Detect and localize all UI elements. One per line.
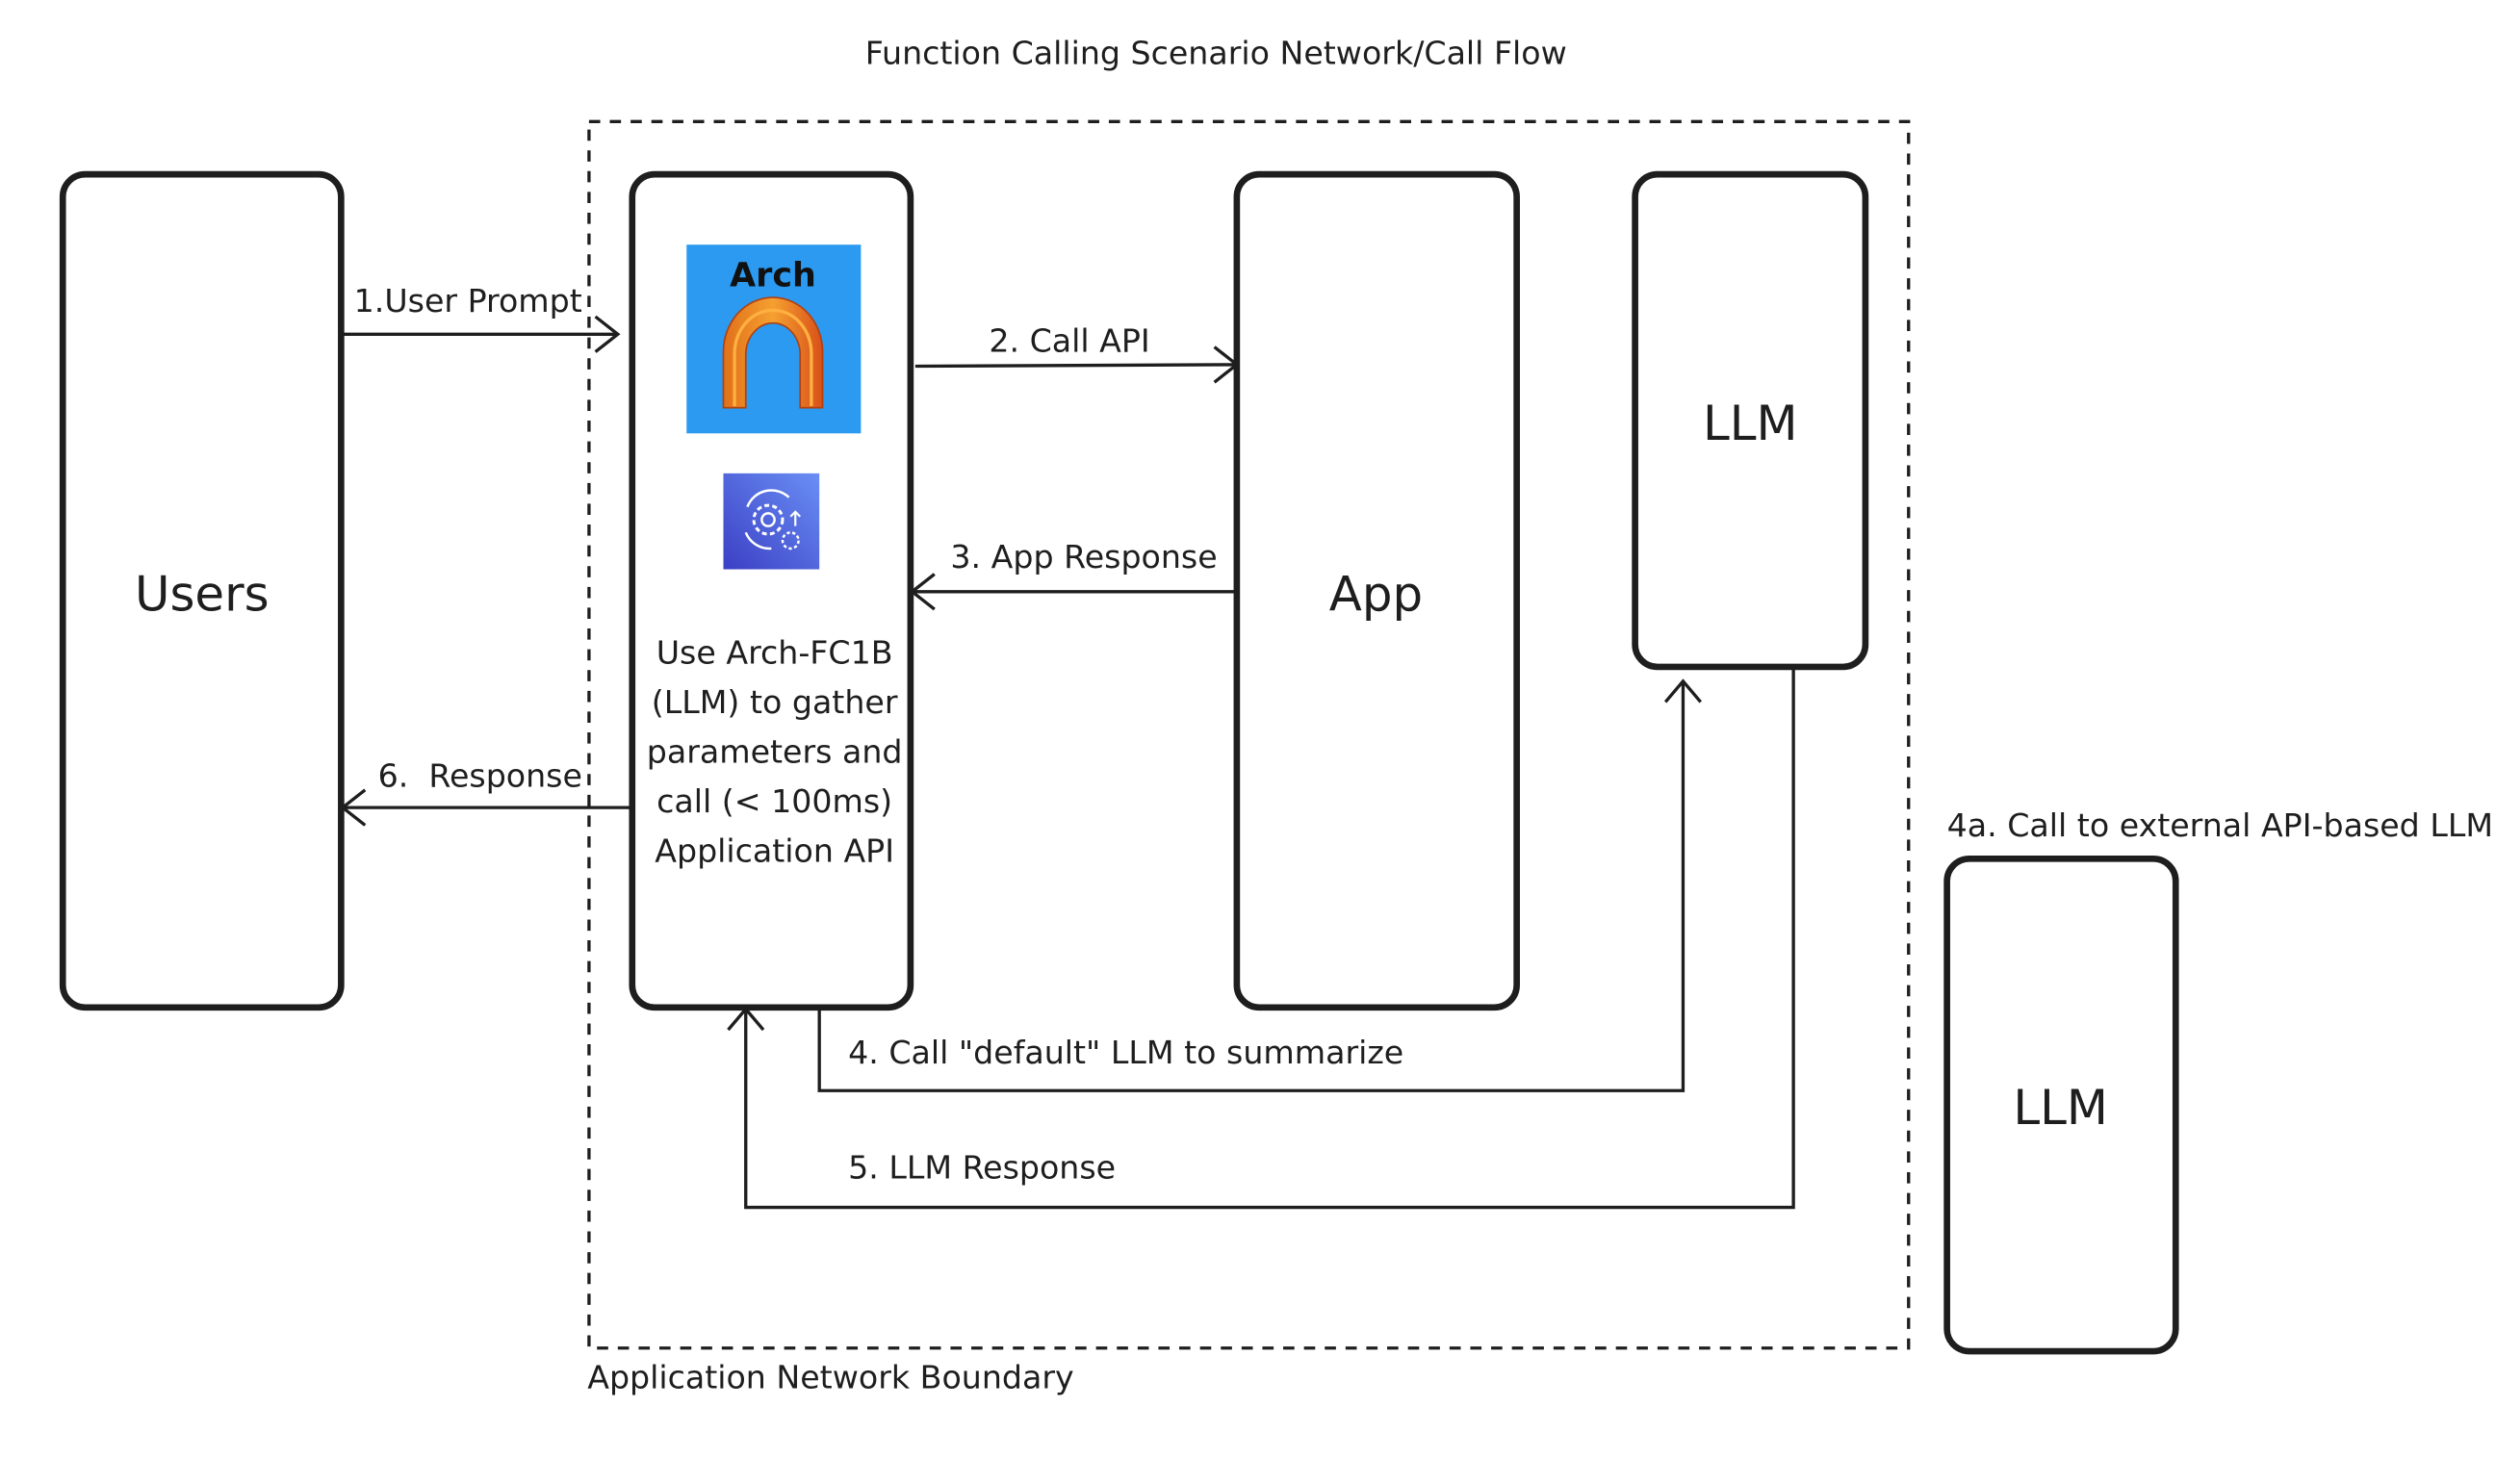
svg-text:5. LLM Response: 5. LLM Response [848, 1149, 1116, 1187]
external-llm-caption: 4a. Call to external API-based LLM [1947, 806, 2493, 844]
edge-app-response: 3. App Response [909, 538, 1237, 611]
llm-external-node [1943, 855, 2179, 1355]
svg-text:call (< 100ms): call (< 100ms) [656, 782, 892, 820]
gear-automation-icon [723, 473, 820, 570]
edge-user-prompt: 1.User Prompt [341, 282, 621, 353]
boundary-label: Application Network Boundary [587, 1358, 1073, 1395]
edge-response: 6. Response [340, 757, 632, 827]
arch-logo: Arch [686, 244, 862, 434]
edge-llm-response: 5. LLM Response [727, 666, 1795, 1210]
llm-internal-label: LLM [1703, 396, 1798, 451]
llm-external-label: LLM [2013, 1080, 2108, 1136]
svg-text:(LLM) to gather: (LLM) to gather [652, 683, 898, 721]
arch-logo-text: Arch [730, 256, 816, 294]
svg-text:Use Arch-FC1B: Use Arch-FC1B [656, 634, 893, 672]
app-label: App [1329, 567, 1423, 623]
edge-call-default-llm: 4. Call "default" LLM to summarize [817, 678, 1703, 1092]
svg-text:Application API: Application API [655, 832, 894, 870]
arch-description: Use Arch-FC1B (LLM) to gather parameters… [647, 634, 903, 870]
svg-text:parameters and: parameters and [647, 733, 903, 771]
network-boundary [587, 119, 1911, 1350]
svg-text:4. Call "default" LLM to summa: 4. Call "default" LLM to summarize [848, 1034, 1403, 1071]
llm-internal-node [1632, 170, 1869, 671]
diagram-title: Function Calling Scenario Network/Call F… [865, 34, 1567, 71]
users-label: Users [135, 567, 270, 623]
edge-call-api: 2. Call API [914, 322, 1240, 384]
svg-text:6. Response: 6. Response [378, 757, 582, 795]
svg-text:1.User Prompt: 1.User Prompt [354, 282, 582, 320]
svg-text:3. App Response: 3. App Response [950, 538, 1217, 576]
arch-icon [722, 296, 824, 409]
users-node [59, 170, 345, 1011]
svg-text:2. Call API: 2. Call API [989, 322, 1149, 360]
